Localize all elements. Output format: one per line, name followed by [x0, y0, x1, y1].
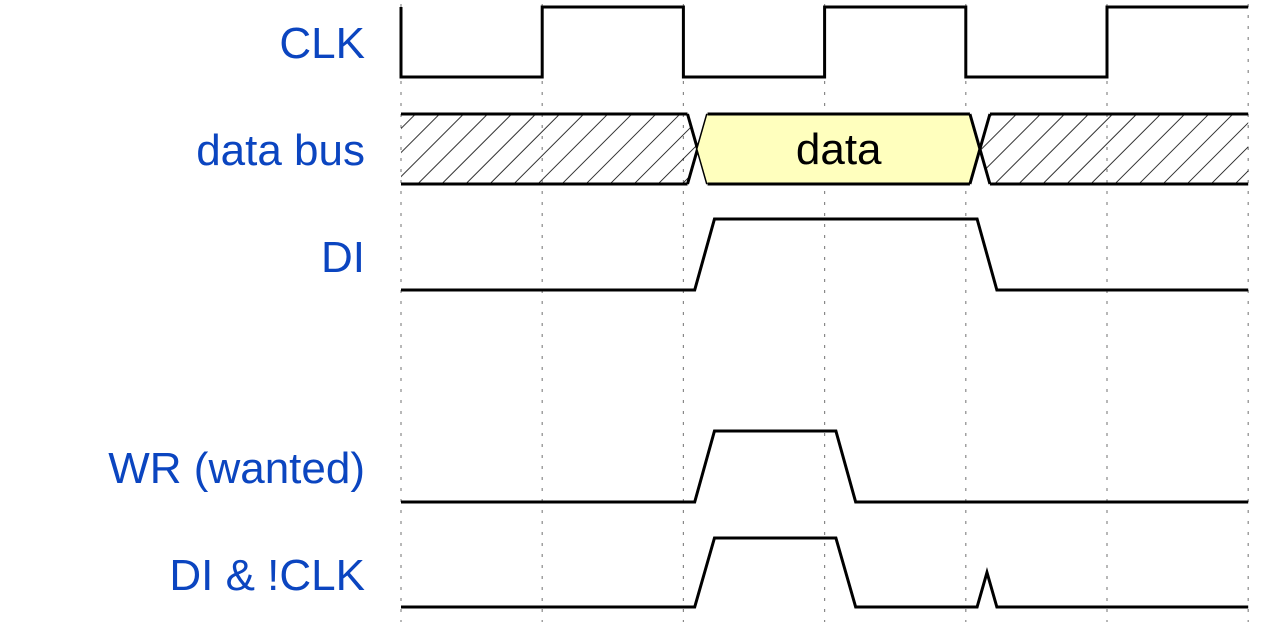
bus-segment-undefined	[979, 114, 1249, 184]
time-gridlines	[400, 4, 1249, 622]
signal-label-wr-wanted: WR (wanted)	[108, 444, 365, 493]
waveform-clk	[399, 5, 1249, 79]
bus-value-label: data	[796, 125, 882, 174]
waveform-di-and-not-clk	[401, 536, 1249, 609]
waveforms: data	[399, 5, 1249, 609]
signal-labels: CLK data bus DI WR (wanted) DI & !CLK	[108, 19, 365, 600]
signal-label-data-bus: data bus	[196, 126, 365, 175]
signal-label-di: DI	[321, 233, 365, 282]
signal-label-di-and-not-clk: DI & !CLK	[169, 551, 365, 600]
bus-segment-valid	[697, 114, 980, 184]
waveform-wr-wanted	[401, 429, 1249, 504]
bus-segment-undefined	[401, 114, 698, 184]
signal-label-clk: CLK	[279, 19, 365, 68]
waveform-di	[401, 217, 1249, 292]
